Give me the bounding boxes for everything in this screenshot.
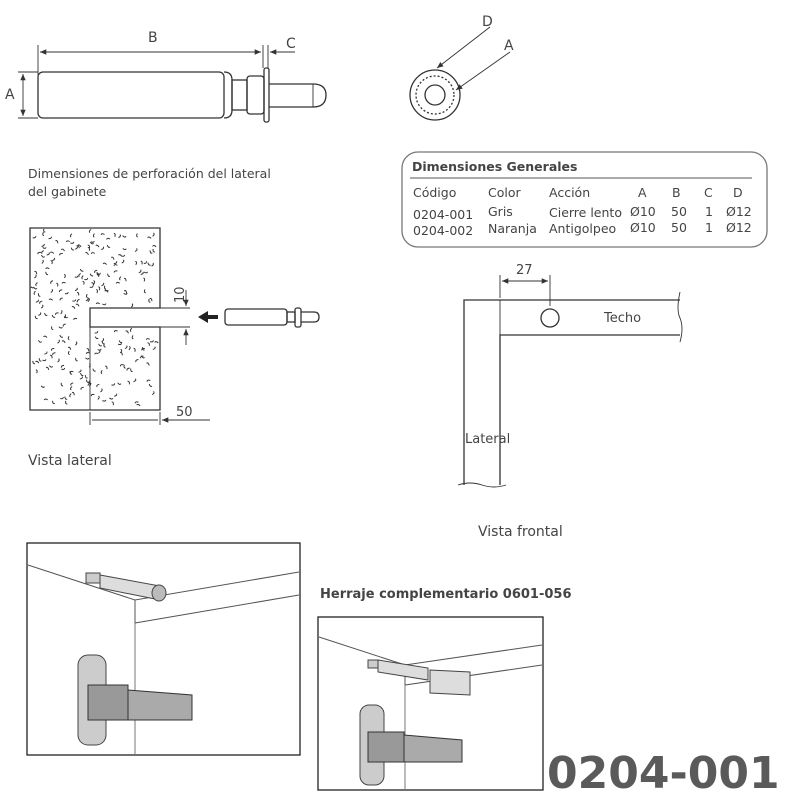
cell-action: Antigolpeo xyxy=(549,221,616,236)
front-view-caption: Vista frontal xyxy=(478,524,563,540)
cell-c: 1 xyxy=(705,204,713,219)
table-header-c: C xyxy=(704,185,713,200)
installation-illustration-1 xyxy=(26,542,301,756)
lateral-label: Lateral xyxy=(465,432,510,447)
cell-color: Gris xyxy=(488,204,513,219)
dim-label-a: A xyxy=(5,87,15,103)
cell-a: Ø10 xyxy=(630,204,656,219)
dim-label-b: B xyxy=(148,30,158,46)
cell-a: Ø10 xyxy=(630,220,656,235)
complement-title: Herraje complementario 0601-056 xyxy=(320,587,572,602)
pin-side-drawing: B C A xyxy=(5,30,327,123)
side-view-drawing: 10 50 xyxy=(29,227,320,425)
dim-label-c: C xyxy=(286,36,296,52)
dim-label-a-end: A xyxy=(504,38,514,54)
cell-code: 0204-001 xyxy=(413,207,473,222)
table-header-b: B xyxy=(672,185,681,200)
drilling-caption-line2: del gabinete xyxy=(28,184,107,199)
dim-height-10: 10 xyxy=(173,286,188,303)
cell-b: 50 xyxy=(671,220,687,235)
table-header-code: Código xyxy=(413,185,456,200)
table-header-d: D xyxy=(733,185,743,200)
table-row: 0204-002 Naranja Antigolpeo Ø10 50 1 Ø12 xyxy=(413,220,752,238)
cell-action: Cierre lento xyxy=(549,205,622,220)
product-code: 0204-001 xyxy=(547,748,780,799)
techo-label: Techo xyxy=(603,311,641,326)
table-header-a: A xyxy=(638,185,647,200)
table-row: 0204-001 Gris Cierre lento Ø10 50 1 Ø12 xyxy=(413,204,752,222)
particleboard-texture xyxy=(30,228,159,407)
table-header-color: Color xyxy=(488,185,521,200)
cell-b: 50 xyxy=(671,204,687,219)
side-view-caption: Vista lateral xyxy=(28,453,112,469)
cell-d: Ø12 xyxy=(726,220,752,235)
installation-illustration-2 xyxy=(317,616,544,791)
pin-end-view: D A xyxy=(409,14,514,121)
table-header-action: Acción xyxy=(549,185,590,200)
cell-color: Naranja xyxy=(488,221,537,236)
front-view-drawing: 27 Techo Lateral xyxy=(457,263,683,488)
dimensions-table: Dimensiones Generales Código Color Acció… xyxy=(401,151,768,248)
table-title: Dimensiones Generales xyxy=(412,159,577,174)
cell-c: 1 xyxy=(705,220,713,235)
dim-label-d: D xyxy=(482,14,493,30)
dim-27: 27 xyxy=(516,263,533,278)
drilling-caption-line1: Dimensiones de perforación del lateral xyxy=(28,166,271,181)
dim-depth-50: 50 xyxy=(176,405,193,420)
cell-code: 0204-002 xyxy=(413,223,473,238)
cell-d: Ø12 xyxy=(726,204,752,219)
